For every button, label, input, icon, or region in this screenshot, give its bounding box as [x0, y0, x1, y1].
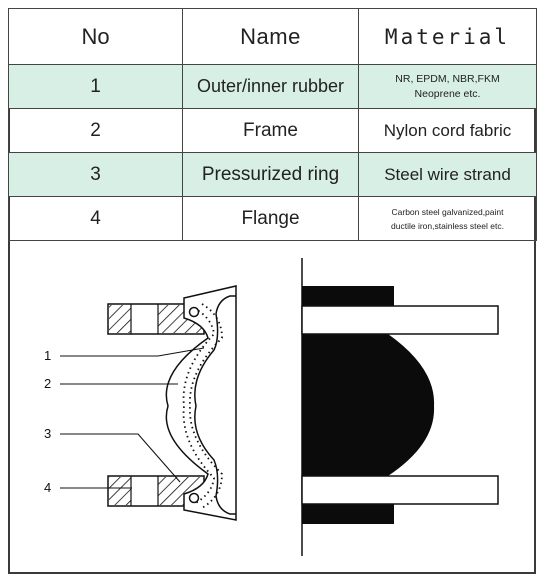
row-material: Nylon cord fabric [358, 108, 537, 153]
row-material: NR, EPDM, NBR,FKM Neoprene etc. [358, 64, 537, 109]
table-row: 1 Outer/inner rubber NR, EPDM, NBR,FKM N… [8, 64, 537, 109]
rubber-body-inner [194, 295, 236, 515]
row-material: Carbon steel galvanized,paint ductile ir… [358, 196, 537, 241]
table-row: 2 Frame Nylon cord fabric [8, 108, 537, 153]
row-material-line1: Carbon steel galvanized,paint [391, 206, 504, 217]
callout-label-1: 1 [44, 348, 51, 363]
row-material-line2: ductile iron,stainless steel etc. [391, 220, 504, 231]
row-name: Flange [182, 196, 359, 241]
nylon-cord-frame-inner [189, 303, 223, 509]
callout-label-2: 2 [44, 376, 51, 391]
row-name: Pressurized ring [182, 152, 359, 197]
table-header-row: No Name Material [8, 8, 537, 65]
header-name: Name [182, 8, 359, 65]
rubber-body-outer [165, 285, 237, 521]
right-flange-top [301, 305, 499, 335]
callout-leaders [60, 347, 205, 489]
rubber-joint-cross-section: 1 2 3 4 [44, 258, 499, 556]
row-no: 4 [8, 196, 183, 241]
row-no: 3 [8, 152, 183, 197]
component-material-table: No Name Material 1 Outer/inner rubber NR… [8, 8, 537, 241]
callout-label-3: 3 [44, 426, 51, 441]
row-no: 1 [8, 64, 183, 109]
row-no: 2 [8, 108, 183, 153]
pressurized-ring-top [188, 306, 200, 318]
pressurized-ring-bottom [188, 492, 200, 504]
row-material-line2: Neoprene etc. [414, 87, 481, 100]
callout-label-4: 4 [44, 480, 51, 495]
row-material-line1: NR, EPDM, NBR,FKM [395, 72, 500, 85]
right-flange-bottom [301, 475, 499, 505]
header-no: No [8, 8, 183, 65]
table-row: 3 Pressurized ring Steel wire strand [8, 152, 537, 197]
row-name: Frame [182, 108, 359, 153]
table-row: 4 Flange Carbon steel galvanized,paint d… [8, 196, 537, 241]
row-material: Steel wire strand [358, 152, 537, 197]
joint-exterior-view [301, 286, 499, 524]
header-material: Material [358, 8, 537, 65]
row-name: Outer/inner rubber [182, 64, 359, 109]
